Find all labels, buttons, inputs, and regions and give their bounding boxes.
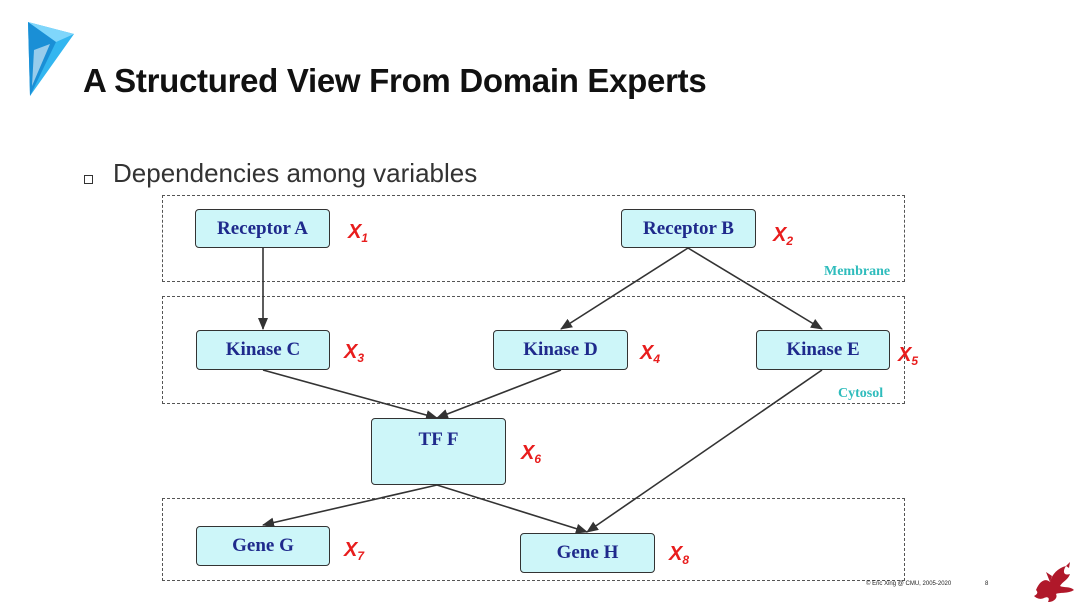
cytosol-region xyxy=(162,296,905,404)
edge-tf-f-gene-h xyxy=(436,484,588,534)
node-receptor-a: Receptor A xyxy=(195,209,330,248)
edge-kinase-d-tf-f xyxy=(436,369,562,419)
membrane-label: Membrane xyxy=(824,264,891,279)
bullet-marker xyxy=(84,175,93,184)
membrane-region xyxy=(162,195,905,282)
var-label-x3: X3 xyxy=(344,341,365,365)
slide-title: A Structured View From Domain Experts xyxy=(83,62,707,99)
edge-receptor-b-kinase-e xyxy=(687,247,823,330)
node-tf-f: TF F xyxy=(371,418,506,485)
var-label-x4: X4 xyxy=(640,342,661,366)
edge-tf-f-gene-g xyxy=(262,484,438,528)
node-receptor-b: Receptor B xyxy=(621,209,756,248)
var-label-x1: X1 xyxy=(348,221,369,245)
var-label-x6: X6 xyxy=(521,442,542,466)
node-kinase-e: Kinase E xyxy=(756,330,890,370)
cytosol-label: Cytosol xyxy=(838,386,884,401)
copyright-footer: © Eric Xing @ CMU, 2005-2020 xyxy=(866,581,952,587)
bullet-text: Dependencies among variables xyxy=(113,158,478,188)
nucleus-region xyxy=(162,498,905,581)
node-gene-g: Gene G xyxy=(196,526,330,566)
node-gene-h: Gene H xyxy=(520,533,655,573)
var-label-x2: X2 xyxy=(773,224,794,248)
edge-kinase-e-gene-h xyxy=(586,369,823,533)
node-kinase-c: Kinase C xyxy=(196,330,330,370)
var-label-x7: X7 xyxy=(344,539,365,563)
var-label-x8: X8 xyxy=(669,543,690,567)
var-label-x5: X5 xyxy=(898,344,919,368)
node-kinase-d: Kinase D xyxy=(493,330,628,370)
dragon-logo-icon xyxy=(1034,562,1074,602)
page-number: 8 xyxy=(985,581,989,587)
edge-kinase-c-tf-f xyxy=(262,369,438,420)
edge-receptor-b-kinase-d xyxy=(560,247,689,330)
university-logo-icon xyxy=(28,22,74,96)
